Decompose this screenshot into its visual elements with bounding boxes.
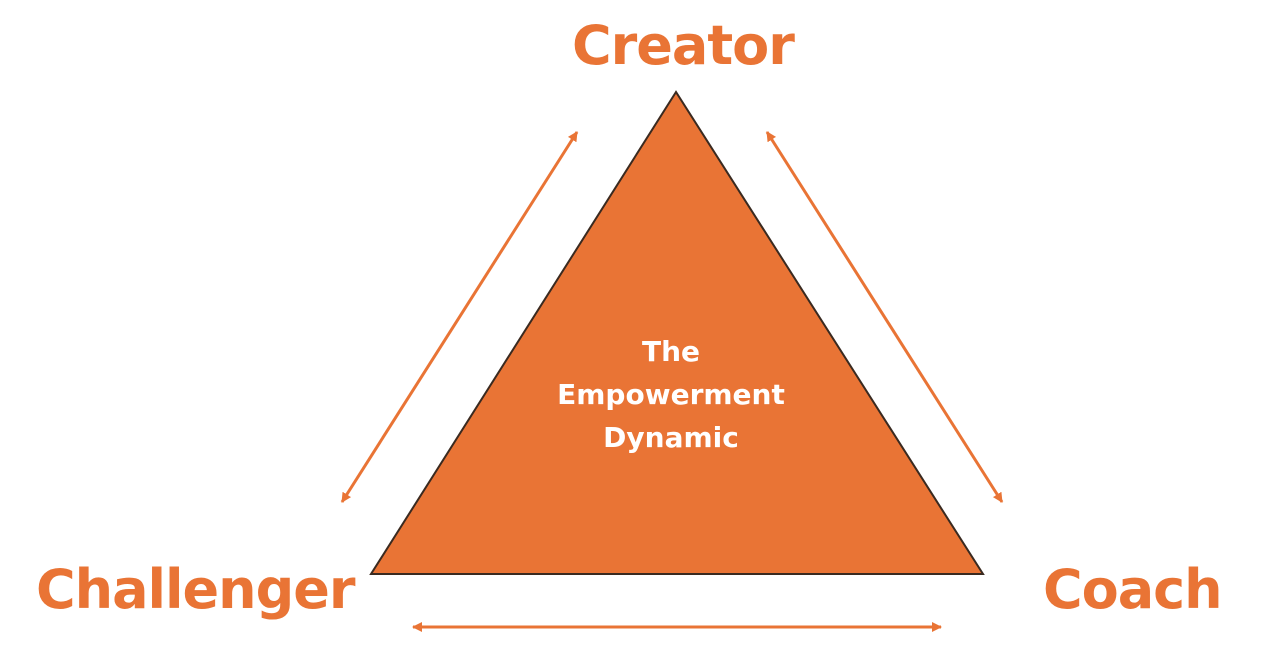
diagram-center-title: The Empowerment Dynamic — [520, 330, 822, 459]
creator-challenger-double-arrow-icon — [340, 131, 579, 503]
center-title-line-1: The — [641, 335, 701, 368]
center-title-line-3: Dynamic — [603, 421, 739, 454]
center-title-line-2: Empowerment — [557, 378, 785, 411]
creator-coach-double-arrow-icon — [765, 131, 1004, 503]
role-label-coach: Coach — [1043, 558, 1223, 621]
role-label-challenger: Challenger — [36, 558, 356, 621]
role-label-creator: Creator — [572, 14, 795, 77]
